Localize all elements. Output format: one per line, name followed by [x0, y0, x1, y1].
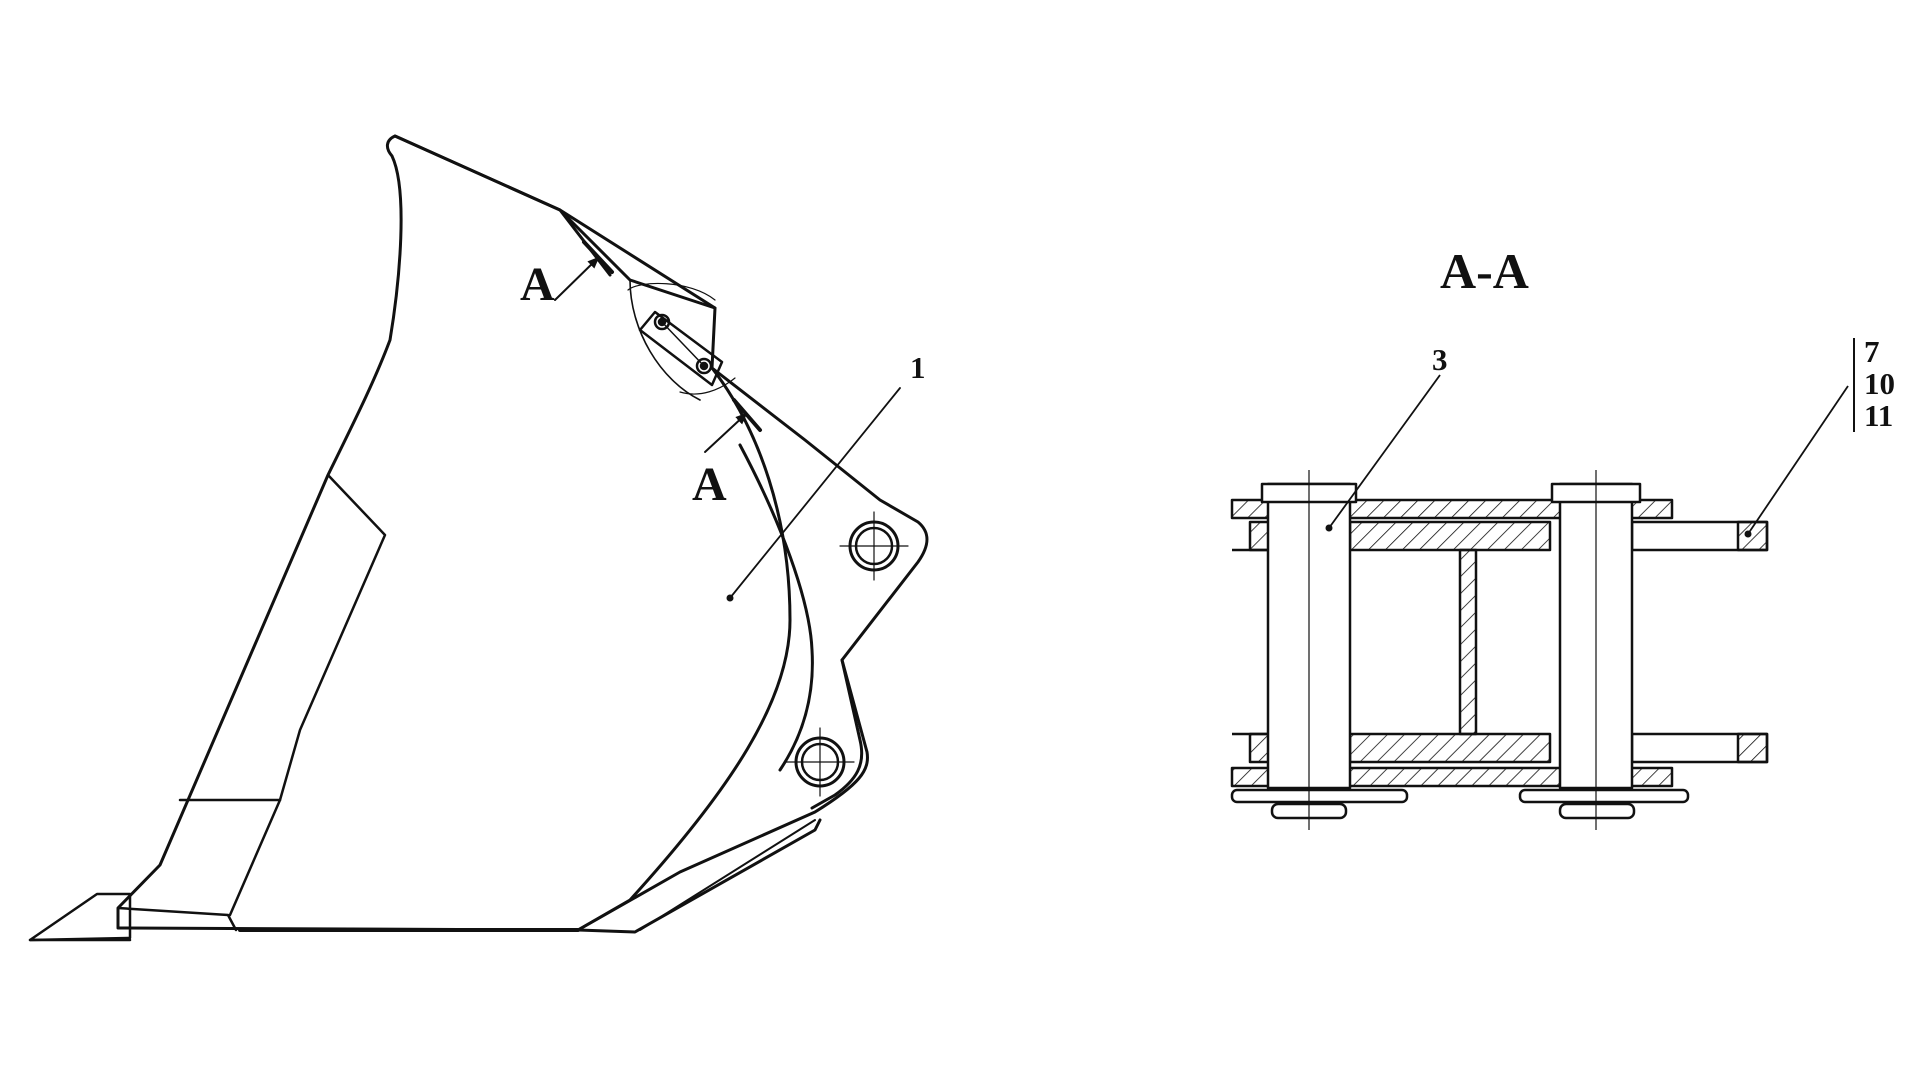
callout-11: 11: [1864, 398, 1893, 433]
section-plane-lower: [704, 398, 762, 453]
section-title: A-A: [1440, 243, 1529, 299]
callout-3: 3: [1432, 342, 1448, 377]
side-plate-curve: [576, 366, 792, 932]
cutting-tooth: [28, 892, 132, 942]
bucket-side-view: [28, 134, 929, 942]
bucket-outline: [116, 134, 929, 932]
callout-10: 10: [1864, 366, 1895, 401]
leader-7-10-11: [1747, 385, 1849, 535]
leader-3: [1328, 374, 1441, 529]
section-mark-lower: A: [692, 458, 727, 511]
leader-1: [729, 387, 901, 599]
link-plate: [627, 282, 736, 395]
callout-1: 1: [910, 350, 926, 385]
section-plane-upper: [554, 240, 614, 301]
section-view-a-a: [1230, 470, 1769, 830]
callout-7: 7: [1864, 334, 1880, 369]
section-mark-upper: A: [520, 258, 555, 311]
